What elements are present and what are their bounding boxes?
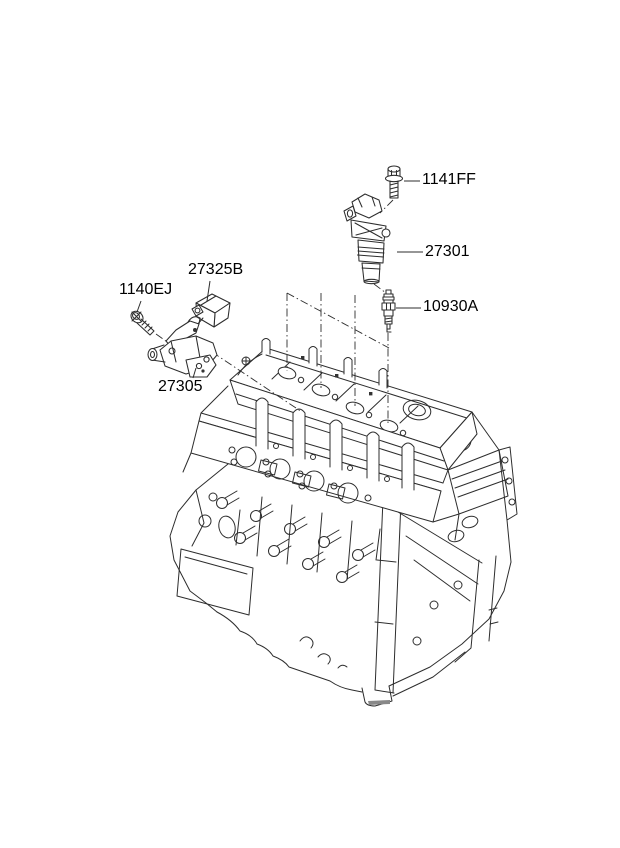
leader-lines <box>136 180 423 379</box>
bolt-illustration <box>384 165 404 199</box>
part-label-1140ej: 1140EJ <box>119 281 173 298</box>
part-label-27305: 27305 <box>158 378 203 395</box>
engine-illustration <box>169 338 518 707</box>
spark-plug-illustration <box>381 289 396 333</box>
part-label-27301: 27301 <box>425 243 470 260</box>
cylinder-head-illustration <box>190 385 472 523</box>
condenser-illustration <box>191 293 231 328</box>
screw-illustration <box>130 310 155 336</box>
engine-block-illustration <box>169 452 512 707</box>
part-label-27325b: 27325B <box>188 261 244 278</box>
part-label-10930a: 10930A <box>423 298 479 315</box>
part-label-1141ff: 1141FF <box>422 171 476 188</box>
block-stud-bosses <box>216 490 376 583</box>
intake-side-illustration <box>447 411 518 563</box>
projection-lines <box>155 199 394 424</box>
bracket-illustration <box>147 316 218 378</box>
valve-cover-illustration <box>229 338 478 491</box>
ignition-coil-illustration <box>343 193 391 285</box>
